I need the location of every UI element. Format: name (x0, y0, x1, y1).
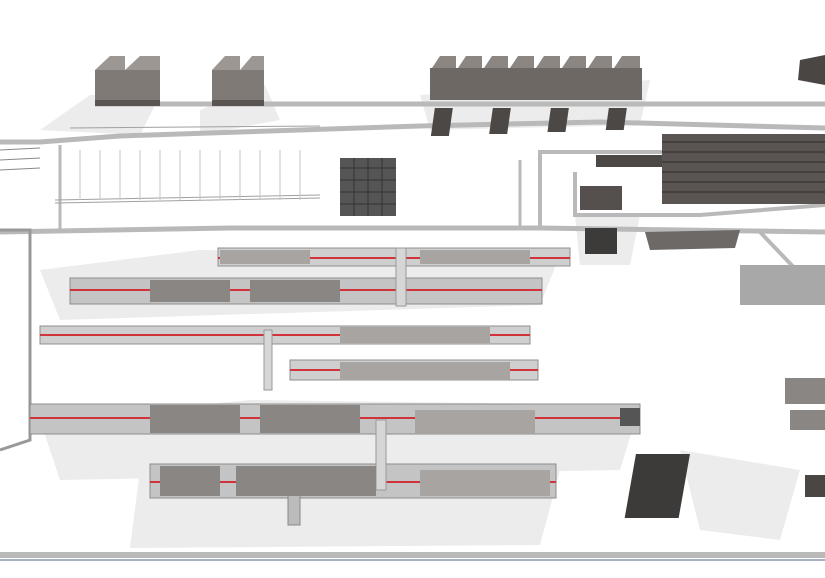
silo-row-top (430, 55, 825, 136)
right-equipment (620, 230, 825, 497)
pipe-rack-left (0, 125, 321, 452)
warehouse-rack-grid (340, 134, 825, 518)
silo-block-left (95, 56, 264, 106)
line-machines (150, 250, 550, 496)
